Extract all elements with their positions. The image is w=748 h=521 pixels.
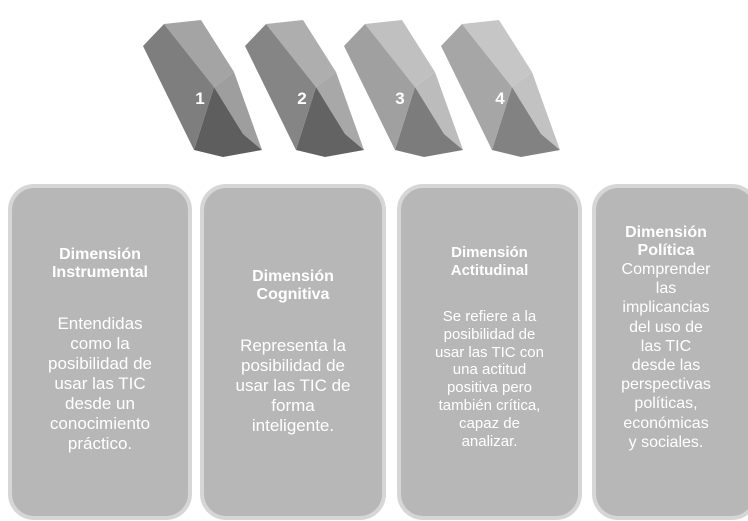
block-front-face bbox=[441, 24, 512, 150]
block-number-label: 1 bbox=[195, 89, 204, 108]
card-dimension-politica: Dimensión Política Comprender las implic… bbox=[592, 184, 748, 520]
block-number-label: 3 bbox=[395, 89, 404, 108]
block-bottom-face bbox=[296, 87, 364, 157]
block-top-face bbox=[266, 20, 336, 87]
block-front-face bbox=[344, 24, 415, 150]
card-description: Representa la posibilidad de usar las TI… bbox=[235, 336, 351, 435]
block-bottom-face bbox=[492, 87, 560, 157]
card-title: Dimensión Actitudinal bbox=[450, 244, 529, 279]
card-title: Dimensión Instrumental bbox=[51, 246, 148, 281]
block-3: 3 bbox=[344, 20, 463, 157]
block-top-face bbox=[365, 20, 435, 87]
card-title: Dimensión Cognitiva bbox=[252, 268, 334, 303]
card-description: Se refiere a la posibilidad de usar las … bbox=[435, 308, 544, 450]
card-dimension-actitudinal: Dimensión Actitudinal Se refiere a la po… bbox=[397, 184, 582, 520]
block-1: 1 bbox=[143, 20, 262, 157]
block-side-face bbox=[512, 72, 560, 150]
card-dimension-instrumental: Dimensión Instrumental Entendidas como l… bbox=[8, 184, 192, 520]
card-description: Entendidas como la posibilidad de usar l… bbox=[48, 314, 152, 453]
block-bottom-face bbox=[194, 87, 262, 157]
card-dimension-cognitiva: Dimensión Cognitiva Representa la posibi… bbox=[200, 184, 386, 520]
block-bottom-face bbox=[395, 87, 463, 157]
block-top-face bbox=[164, 20, 234, 87]
card-description: Comprender las implicancias del uso de l… bbox=[621, 261, 711, 451]
card-title: Dimensión Política bbox=[625, 224, 707, 259]
block-front-face bbox=[143, 24, 214, 150]
block-front-face bbox=[245, 24, 316, 150]
block-4: 4 bbox=[441, 20, 560, 157]
block-side-face bbox=[415, 72, 463, 150]
block-2: 2 bbox=[245, 20, 364, 157]
block-number-label: 2 bbox=[297, 89, 306, 108]
block-side-face bbox=[316, 72, 364, 150]
block-number-label: 4 bbox=[495, 89, 505, 108]
block-top-face bbox=[462, 20, 532, 87]
numbered-blocks-diagram: 4 3 2 1 bbox=[143, 20, 560, 157]
block-side-face bbox=[214, 72, 262, 150]
